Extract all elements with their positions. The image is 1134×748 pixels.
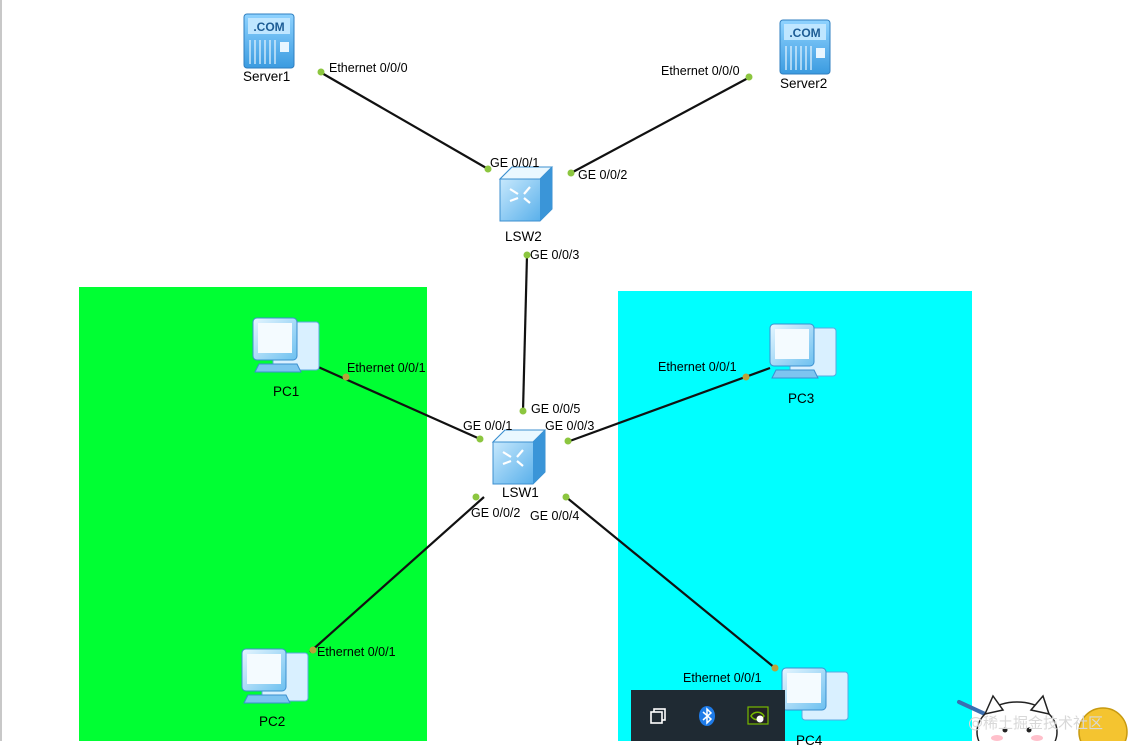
bluetooth-icon[interactable] bbox=[696, 705, 718, 727]
window-left-border bbox=[0, 0, 2, 741]
server2-badge: .COM bbox=[789, 26, 820, 40]
port-label-lsw2-ge2: GE 0/0/2 bbox=[578, 168, 628, 182]
port-label-lsw1-ge1: GE 0/0/1 bbox=[463, 419, 513, 433]
pc3-icon[interactable] bbox=[769, 323, 837, 379]
lsw2-label: LSW2 bbox=[505, 229, 542, 244]
port-dot bbox=[309, 646, 317, 654]
port-dot bbox=[317, 68, 325, 76]
port-label-lsw2-ge3: GE 0/0/3 bbox=[530, 248, 580, 262]
port-label-lsw1-ge4: GE 0/0/4 bbox=[530, 509, 580, 523]
port-label-lsw2-ge1: GE 0/0/1 bbox=[490, 156, 540, 170]
taskbar-tray bbox=[631, 690, 785, 741]
port-label-server2-eth: Ethernet 0/0/0 bbox=[661, 64, 740, 78]
port-label-lsw1-ge5: GE 0/0/5 bbox=[531, 402, 581, 416]
pc1-icon[interactable] bbox=[252, 317, 320, 373]
server1-badge: .COM bbox=[253, 20, 284, 34]
port-label-pc1-eth: Ethernet 0/0/1 bbox=[347, 361, 426, 375]
link-lsw2-lsw1[interactable] bbox=[521, 254, 529, 412]
link-server2-lsw2[interactable] bbox=[570, 76, 751, 174]
pc1-label: PC1 bbox=[273, 384, 300, 399]
port-dots bbox=[309, 68, 779, 672]
pc3-label: PC3 bbox=[788, 391, 815, 406]
link-pc4-lsw1[interactable] bbox=[565, 496, 776, 669]
link-pc1-lsw1[interactable] bbox=[315, 364, 481, 441]
cat-mascot-icon bbox=[957, 694, 1128, 741]
port-dot bbox=[771, 664, 779, 672]
port-dot bbox=[519, 407, 527, 415]
server2-icon[interactable]: .COM bbox=[779, 19, 831, 75]
port-label-lsw1-ge2: GE 0/0/2 bbox=[471, 506, 521, 520]
lsw2-switch-icon[interactable] bbox=[498, 166, 554, 222]
window-restore-icon[interactable] bbox=[647, 705, 669, 727]
lsw1-label: LSW1 bbox=[502, 485, 539, 500]
port-dot bbox=[567, 169, 575, 177]
port-dot bbox=[472, 493, 480, 501]
server1-label: Server1 bbox=[243, 69, 291, 84]
nvidia-icon[interactable] bbox=[747, 705, 769, 727]
port-dot bbox=[484, 165, 492, 173]
pc2-label: PC2 bbox=[259, 714, 286, 729]
link-pc2-lsw1[interactable] bbox=[309, 496, 485, 653]
server2-label: Server2 bbox=[780, 76, 828, 91]
link-pc3-lsw1[interactable] bbox=[566, 366, 771, 444]
pc2-icon[interactable] bbox=[241, 648, 309, 704]
port-dot bbox=[476, 435, 484, 443]
link-server1-lsw2[interactable] bbox=[319, 71, 489, 170]
watermark: @稀土掘金技术社区 bbox=[968, 714, 1104, 732]
port-dot bbox=[742, 373, 750, 381]
lsw1-switch-icon[interactable] bbox=[491, 429, 547, 485]
port-dot bbox=[745, 73, 753, 81]
port-label-pc3-eth: Ethernet 0/0/1 bbox=[658, 360, 737, 374]
port-label-lsw1-ge3: GE 0/0/3 bbox=[545, 419, 595, 433]
port-label-server1-eth: Ethernet 0/0/0 bbox=[329, 61, 408, 75]
port-dot bbox=[562, 493, 570, 501]
server1-icon[interactable]: .COM bbox=[243, 13, 295, 69]
port-label-pc4-eth: Ethernet 0/0/1 bbox=[683, 671, 762, 685]
port-label-pc2-eth: Ethernet 0/0/1 bbox=[317, 645, 396, 659]
pc4-icon[interactable] bbox=[781, 667, 849, 721]
port-dot bbox=[342, 373, 350, 381]
port-dot bbox=[523, 251, 531, 259]
port-dot bbox=[564, 437, 572, 445]
